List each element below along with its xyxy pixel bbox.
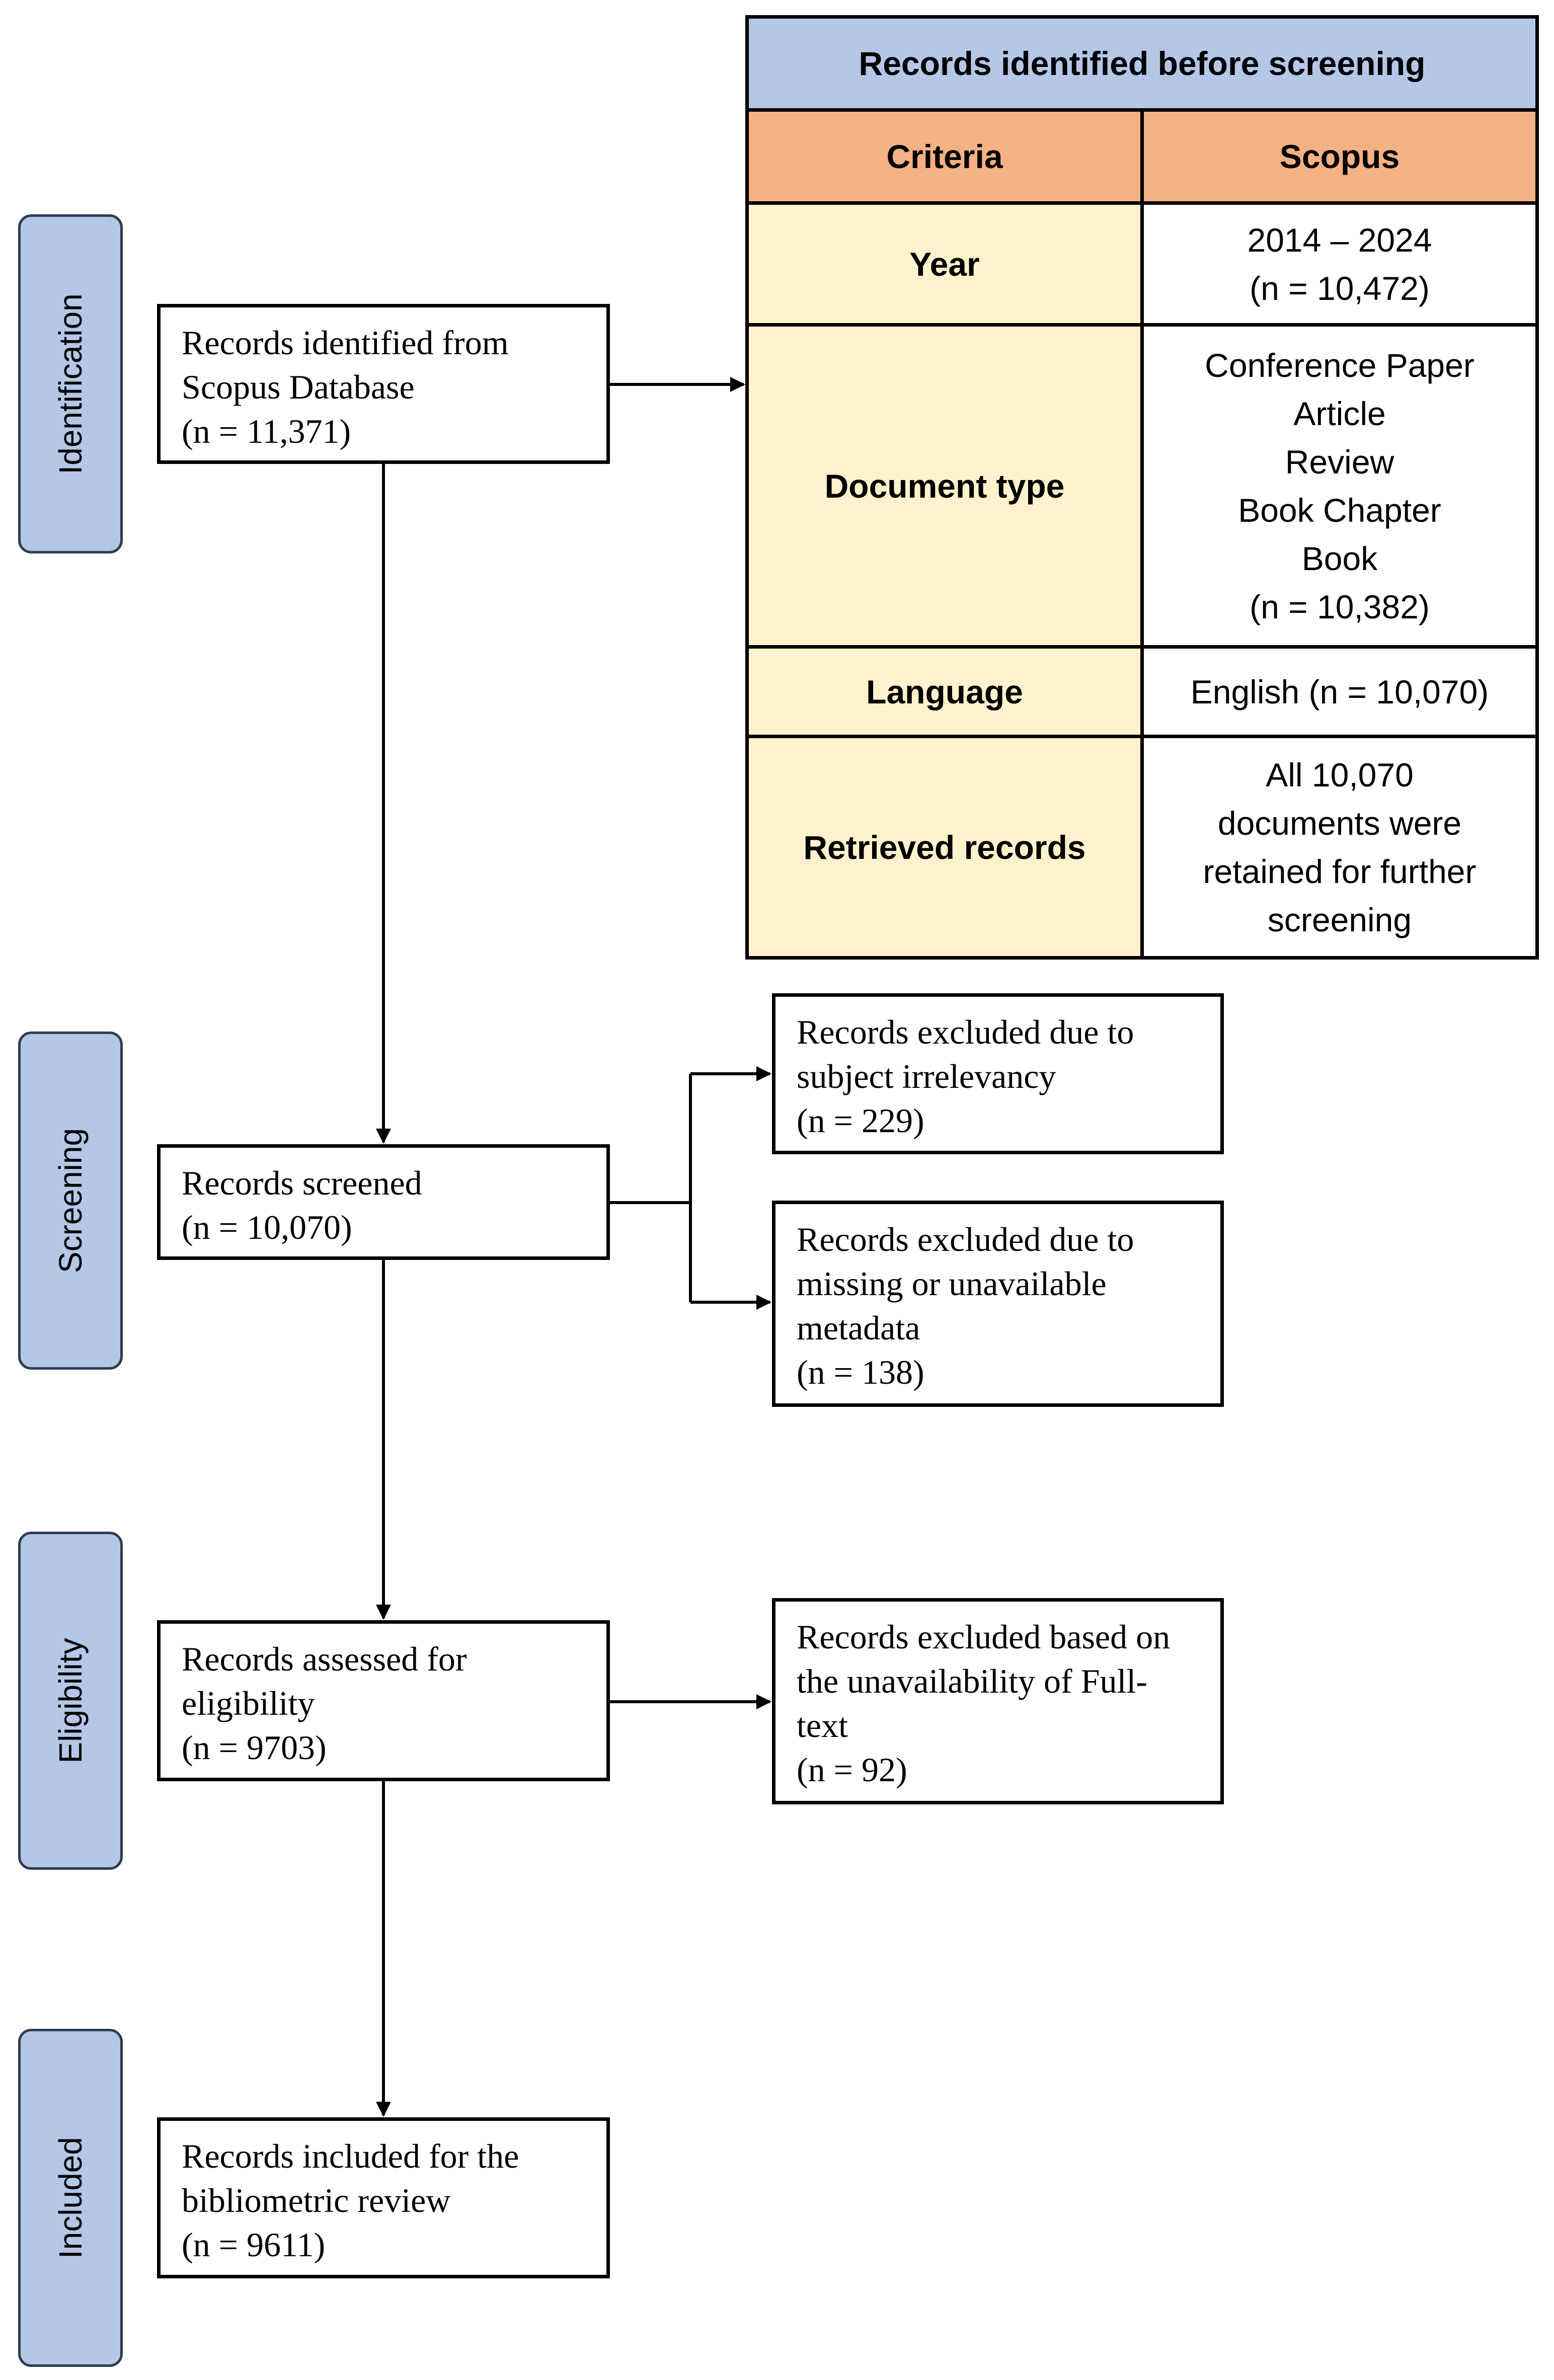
excluded-metadata-box: Records excluded due to missing or unava… <box>772 1201 1224 1407</box>
box-text-line: Records assessed for <box>182 1640 467 1678</box>
excluded-irrelevancy-box: Records excluded due to subject irreleva… <box>772 993 1224 1154</box>
box-text-line: (n = 10,070) <box>182 1208 352 1246</box>
value-line: Conference Paper <box>1205 346 1474 384</box>
records-assessed-box: Records assessed for eligibility (n = 97… <box>157 1620 610 1781</box>
box-text-line: text <box>797 1706 848 1744</box>
criteria-header: Criteria <box>745 108 1144 205</box>
box-text-line: (n = 229) <box>797 1101 924 1140</box>
box-text-line: (n = 138) <box>797 1353 924 1391</box>
box-text-line: eligibility <box>182 1684 315 1722</box>
source-header: Scopus <box>1140 108 1539 205</box>
box-text-line: Records excluded due to <box>797 1013 1134 1051</box>
criterion-language-value: English (n = 10,070) <box>1140 645 1539 738</box>
stage-screening: Screening <box>18 1032 123 1370</box>
box-text-line: bibliometric review <box>182 2181 451 2219</box>
criterion-retrieved-records: Retrieved records <box>745 735 1144 960</box>
value-line: All 10,070 <box>1266 756 1414 794</box>
box-text-line: (n = 11,371) <box>182 412 351 450</box>
value-line: English (n = 10,070) <box>1190 673 1489 710</box>
criterion-year: Year <box>745 201 1144 327</box>
box-text-line: metadata <box>797 1309 920 1347</box>
stage-included: Included <box>18 2029 123 2367</box>
value-line: Book Chapter <box>1238 491 1441 529</box>
criterion-retrieved-records-value: All 10,070 documents were retained for f… <box>1140 735 1539 960</box>
box-text-line: the unavailability of Full- <box>797 1662 1147 1700</box>
records-identified-box: Records identified from Scopus Database … <box>157 304 610 464</box>
stage-eligibility: Eligibility <box>18 1532 123 1870</box>
criteria-table-title: Records identified before screening <box>745 15 1539 112</box>
box-text-line: Records included for the <box>182 2137 519 2175</box>
box-text-line: (n = 9703) <box>182 1728 327 1767</box>
records-included-box: Records included for the bibliometric re… <box>157 2117 610 2278</box>
criterion-language: Language <box>745 645 1144 738</box>
box-text-line: Records excluded due to <box>797 1220 1134 1258</box>
box-text-line: Records excluded based on <box>797 1618 1171 1656</box>
excluded-fulltext-box: Records excluded based on the unavailabi… <box>772 1598 1224 1804</box>
records-screened-box: Records screened (n = 10,070) <box>157 1144 610 1260</box>
value-line: documents were <box>1217 804 1462 842</box>
box-text-line: missing or unavailable <box>797 1264 1107 1303</box>
box-text-line: (n = 92) <box>797 1751 907 1789</box>
value-line: retained for further <box>1203 852 1477 890</box>
value-line: Article <box>1293 394 1386 432</box>
value-line: Book <box>1301 539 1378 577</box>
value-line: (n = 10,472) <box>1250 269 1430 307</box>
value-line: screening <box>1267 901 1412 938</box>
value-line: Review <box>1285 443 1394 481</box>
stage-identification: Identification <box>18 214 123 553</box>
box-text-line: Records screened <box>182 1164 422 1202</box>
value-line: 2014 – 2024 <box>1247 221 1432 259</box>
criterion-year-value: 2014 – 2024 (n = 10,472) <box>1140 201 1539 327</box>
criteria-table: Records identified before screening Crit… <box>745 15 1539 960</box>
box-text-line: (n = 9611) <box>182 2226 326 2264</box>
value-line: (n = 10,382) <box>1250 588 1430 625</box>
box-text-line: Records identified from <box>182 324 509 362</box>
box-text-line: subject irrelevancy <box>797 1057 1056 1095</box>
box-text-line: Scopus Database <box>182 368 415 406</box>
criterion-document-type: Document type <box>745 323 1144 649</box>
criterion-document-type-value: Conference Paper Article Review Book Cha… <box>1140 323 1539 649</box>
